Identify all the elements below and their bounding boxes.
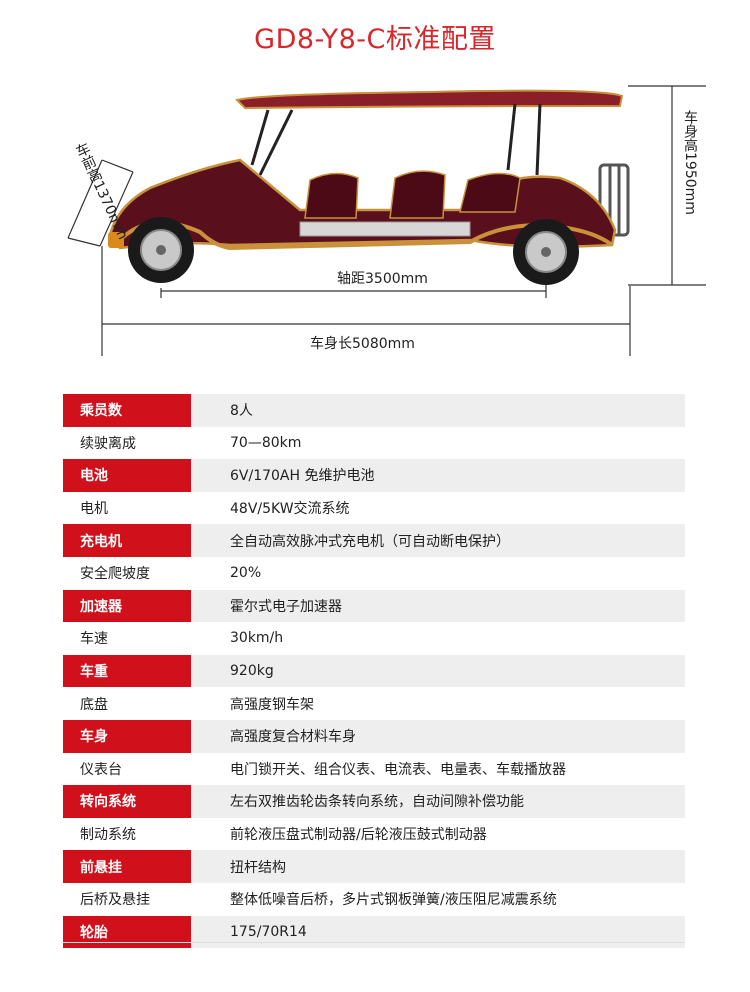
spec-label: 安全爬坡度 — [63, 556, 191, 590]
spec-value: 高强度复合材料车身 — [191, 719, 685, 753]
dimension-lines — [67, 85, 706, 356]
table-bottom-border — [63, 942, 685, 943]
spec-value: 扭杆结构 — [191, 850, 685, 883]
spec-label: 制动系统 — [63, 817, 191, 851]
length-label: 车身长5080mm — [310, 336, 415, 352]
spec-row: 充电机全自动高效脉冲式充电机（可自动断电保护） — [63, 524, 685, 557]
rear-wheel — [513, 219, 579, 285]
spec-row: 后桥及悬挂整体低噪音后桥，多片式钢板弹簧/液压阻尼减震系统 — [63, 882, 685, 916]
spec-row: 加速器霍尔式电子加速器 — [63, 589, 685, 623]
spec-label: 车身 — [63, 719, 191, 753]
spec-value: 48V/5KW交流系统 — [191, 491, 685, 525]
spec-value: 电门锁开关、组合仪表、电流表、电量表、车载播放器 — [191, 752, 685, 786]
spec-label: 轮胎 — [63, 915, 191, 949]
spec-label: 前悬挂 — [63, 850, 191, 883]
wheelbase-label: 轴距3500mm — [337, 271, 428, 287]
height-label: 车身高1950mm — [682, 110, 698, 215]
spec-value: 20% — [191, 556, 685, 590]
spec-label: 电机 — [63, 491, 191, 525]
spec-label: 加速器 — [63, 589, 191, 623]
spec-value: 前轮液压盘式制动器/后轮液压鼓式制动器 — [191, 817, 685, 851]
vehicle-illustration — [67, 85, 706, 356]
spec-label: 续驶离成 — [63, 426, 191, 460]
spec-row: 底盘高强度钢车架 — [63, 687, 685, 720]
spec-label: 仪表台 — [63, 752, 191, 786]
spec-label: 充电机 — [63, 524, 191, 557]
spec-value: 左右双推齿轮齿条转向系统，自动间隙补偿功能 — [191, 785, 685, 818]
spec-value: 70—80km — [191, 426, 685, 460]
spec-value: 高强度钢车架 — [191, 687, 685, 720]
spec-label: 底盘 — [63, 687, 191, 720]
vehicle-diagram: 轴距3500mm 车身长5080mm 车身高1950mm 车前高1370mm — [0, 70, 750, 370]
page-title: GD8-Y8-C标准配置 — [254, 24, 496, 55]
spec-row: 转向系统左右双推齿轮齿条转向系统，自动间隙补偿功能 — [63, 785, 685, 818]
spec-row: 前悬挂扭杆结构 — [63, 850, 685, 883]
spec-value: 175/70R14 — [191, 915, 685, 949]
spec-value: 霍尔式电子加速器 — [191, 589, 685, 623]
spec-label: 车速 — [63, 622, 191, 655]
front-wheel — [128, 217, 194, 283]
spec-value: 整体低噪音后桥，多片式钢板弹簧/液压阻尼减震系统 — [191, 882, 685, 916]
roof — [235, 89, 624, 110]
spec-label: 转向系统 — [63, 785, 191, 818]
spec-value: 8人 — [191, 394, 685, 427]
spec-value: 6V/170AH 免维护电池 — [191, 459, 685, 492]
spec-value: 全自动高效脉冲式充电机（可自动断电保护） — [191, 524, 685, 557]
seats — [304, 170, 521, 219]
spec-row: 仪表台电门锁开关、组合仪表、电流表、电量表、车载播放器 — [63, 752, 685, 786]
spec-label: 车重 — [63, 654, 191, 688]
spec-label: 后桥及悬挂 — [63, 882, 191, 916]
spec-label: 电池 — [63, 459, 191, 492]
spec-label: 乘员数 — [63, 394, 191, 427]
spec-row: 制动系统前轮液压盘式制动器/后轮液压鼓式制动器 — [63, 817, 685, 851]
spec-value: 920kg — [191, 654, 685, 688]
spec-row: 车身高强度复合材料车身 — [63, 719, 685, 753]
spec-value: 30km/h — [191, 622, 685, 655]
